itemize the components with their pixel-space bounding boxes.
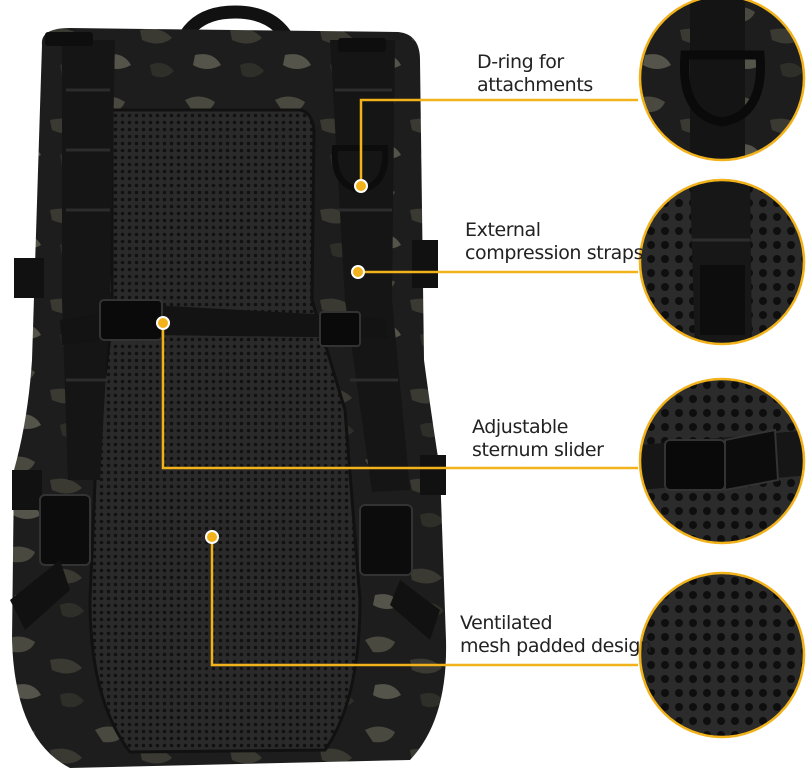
strap-closeup [640, 180, 804, 344]
left-hip-buckle [39, 494, 91, 566]
label-sternum: Adjustable sternum slider [472, 416, 604, 462]
d-ring-closeup [640, 0, 804, 160]
closeup-rings [638, 0, 806, 739]
label-mesh: Ventilated mesh padded design [460, 612, 652, 658]
backpack [10, 5, 447, 768]
callout-line-d-ring [359, 98, 638, 186]
buckle-closeup [640, 379, 804, 543]
label-mesh-line1: Ventilated [460, 612, 553, 634]
label-d-ring: D-ring for attachments [477, 51, 593, 97]
label-sternum-line2: sternum slider [472, 439, 604, 461]
callout-line-sternum [161, 323, 638, 470]
label-d-ring-line1: D-ring for [477, 51, 564, 73]
label-mesh-line2: mesh padded design [460, 635, 652, 657]
label-sternum-line1: Adjustable [472, 416, 569, 438]
sternum-buckle [99, 299, 163, 341]
label-d-ring-line2: attachments [477, 74, 593, 96]
label-compression: External compression straps [465, 219, 643, 265]
callout-line-mesh [210, 537, 638, 667]
callout-lines [161, 98, 638, 667]
right-hip-buckle [359, 504, 413, 576]
label-compression-line1: External [465, 219, 541, 241]
mesh-closeup [640, 573, 804, 737]
label-compression-line2: compression straps [465, 242, 644, 264]
callout-dots [156, 179, 368, 544]
